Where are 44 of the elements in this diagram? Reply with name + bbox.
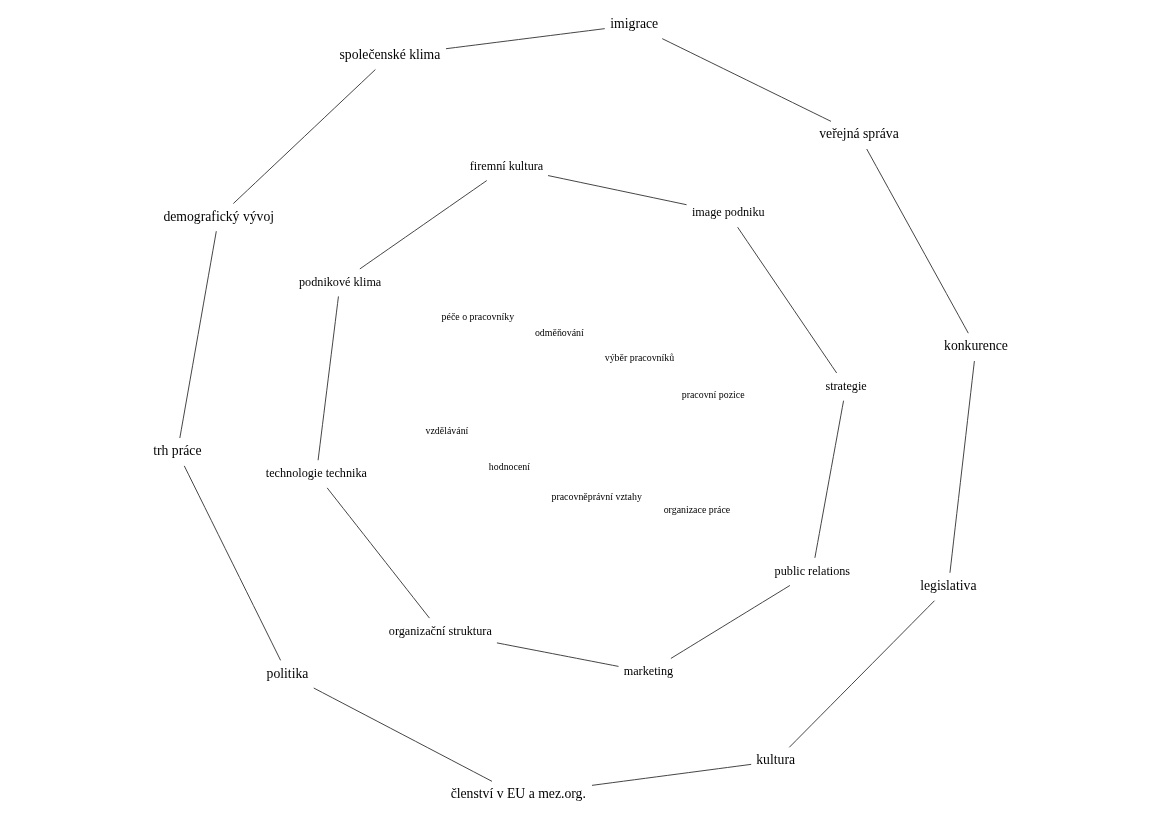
connector	[670, 585, 791, 659]
label: pracovní pozice	[681, 388, 745, 400]
connector	[737, 226, 838, 374]
connector	[313, 687, 493, 782]
label: hodnocení	[488, 461, 531, 473]
connector	[179, 230, 217, 439]
label: organizace práce	[663, 504, 731, 516]
node-text: konkurence	[944, 338, 1008, 354]
node-text: legislativa	[920, 578, 977, 594]
connector	[547, 175, 688, 206]
node-text: public relations	[774, 563, 851, 578]
connector	[496, 642, 619, 667]
node-text: image podniku	[691, 205, 765, 220]
node-text: demografický vývoj	[163, 208, 275, 224]
connector	[661, 38, 832, 122]
label: vzdělávání	[425, 425, 469, 437]
label: péče o pracovníky	[441, 310, 515, 322]
node-text: podnikové klima	[299, 274, 382, 289]
label: výběr pracovníků	[604, 352, 675, 364]
node-text: členství v EU a mez.org.	[450, 786, 586, 802]
node-text: firemní kultura	[469, 158, 544, 173]
node-text: organizační struktura	[388, 623, 492, 638]
node-text: veřejná správa	[819, 126, 899, 142]
label: pracovněprávní vztahy	[551, 491, 642, 503]
label: odměňování	[534, 326, 584, 338]
node-text: trh práce	[153, 443, 202, 459]
connector	[445, 28, 606, 50]
node-text: strategie	[825, 378, 867, 393]
node-text: marketing	[623, 664, 674, 679]
connector	[326, 487, 430, 619]
node-text: imigrace	[610, 16, 659, 32]
connector	[232, 69, 376, 204]
connector	[866, 148, 969, 334]
connector	[814, 400, 844, 559]
connector	[949, 360, 975, 574]
node-text: společenské klima	[339, 47, 441, 63]
node-text: technologie technika	[265, 466, 367, 481]
node-text: kultura	[756, 752, 796, 768]
connector	[183, 465, 282, 661]
connector	[317, 295, 339, 461]
node-text: politika	[266, 665, 309, 681]
connector	[591, 763, 752, 786]
connector	[359, 180, 488, 270]
connector	[788, 600, 935, 748]
